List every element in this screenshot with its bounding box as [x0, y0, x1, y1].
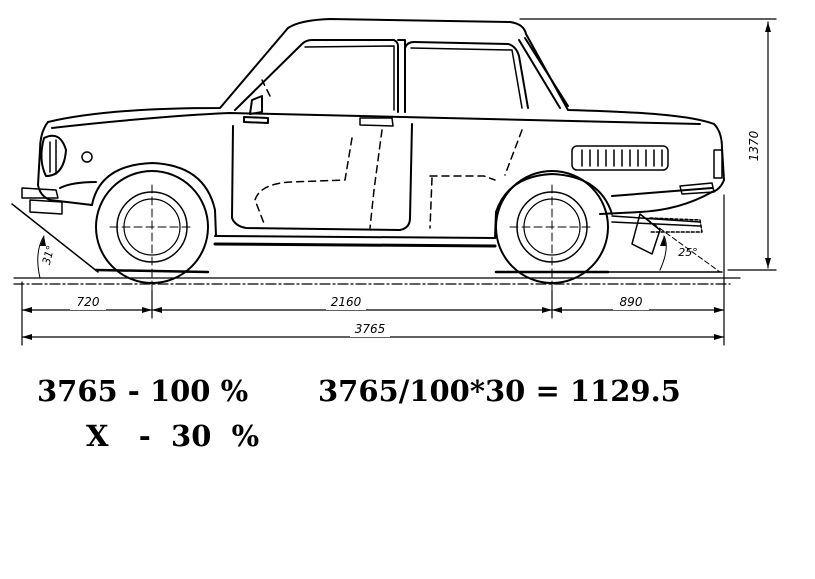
front-wheel: [95, 170, 209, 301]
proportion-line-2: X - 30 %: [86, 419, 260, 453]
rear-wheel: [495, 170, 609, 301]
dimension-arrows: [22, 22, 771, 340]
rear-overhang-label: 890: [620, 295, 643, 309]
dimension-labels: 720 2160 890 3765 1370 31° 25°: [40, 128, 763, 337]
front-lamp-and-bumper: [21, 134, 93, 215]
dimension-lines: [21, 18, 777, 346]
door-outline: [231, 117, 413, 231]
rear-lamp-and-bumper: [611, 149, 723, 255]
departure-angle-label: 25°: [678, 246, 698, 259]
ground-and-clearance-lines: [11, 203, 741, 285]
calculation-result: 3765/100*30 = 1129.5: [318, 374, 681, 408]
front-overhang-label: 720: [77, 295, 100, 309]
proportion-line-1: 3765 - 100 %: [37, 374, 249, 408]
approach-angle-label: 31°: [40, 244, 58, 266]
wheelbase-label: 2160: [331, 295, 362, 309]
interior-seat-lines: [254, 79, 523, 229]
overall-length-label: 3765: [355, 322, 386, 336]
car-body-outline: [37, 18, 725, 248]
window-frames: [234, 37, 569, 124]
height-label: 1370: [747, 130, 761, 161]
rear-air-vents: [571, 145, 669, 171]
wheel-arches: [91, 162, 613, 239]
